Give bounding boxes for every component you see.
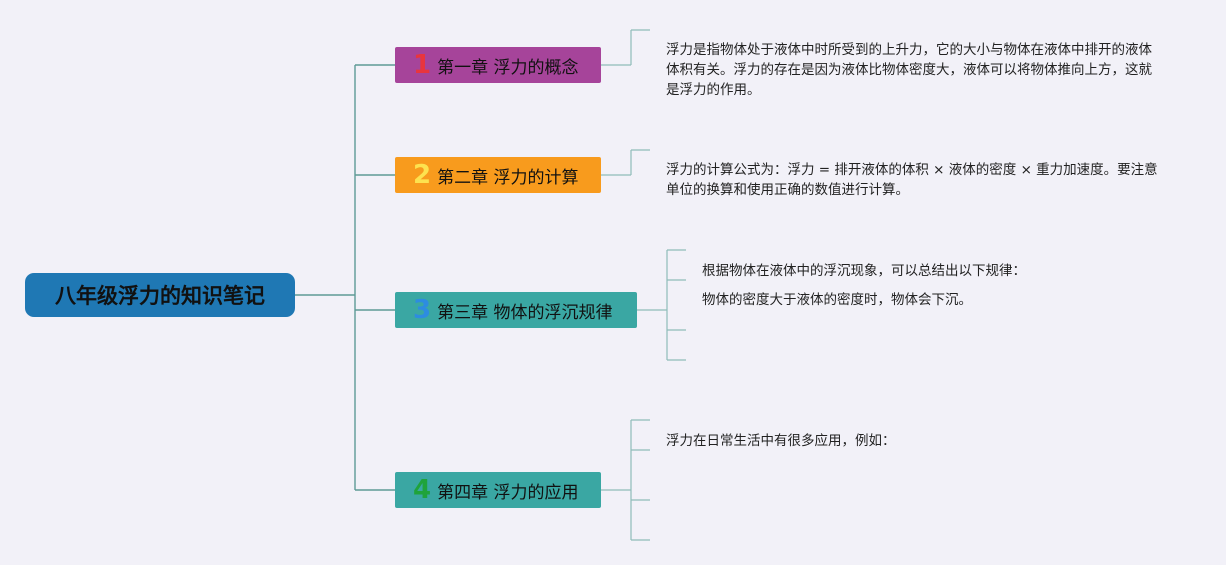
chapter-number-3: 3: [413, 295, 432, 325]
chapter-node-3[interactable]: 3 第三章 物体的浮沉规律: [395, 292, 637, 328]
root-node[interactable]: 八年级浮力的知识笔记: [25, 273, 295, 317]
chapter-title-3: 第三章 物体的浮沉规律: [437, 302, 613, 323]
root-title: 八年级浮力的知识笔记: [55, 284, 265, 308]
chapter-title-2: 第二章 浮力的计算: [437, 167, 579, 188]
note-chapter-3-a: 根据物体在液体中的浮沉现象，可以总结出以下规律：: [702, 263, 1026, 279]
chapter-number-4: 4: [413, 475, 432, 505]
chapter-number-2: 2: [413, 160, 432, 190]
note-chapter-2: 浮力的计算公式为：浮力 = 排开液体的体积 × 液体的密度 × 重力加速度。要注…: [666, 162, 1158, 198]
chapter-node-2[interactable]: 2 第二章 浮力的计算: [395, 157, 601, 193]
chapter-title-4: 第四章 浮力的应用: [437, 482, 579, 503]
chapter-node-1[interactable]: 1 第一章 浮力的概念: [395, 47, 601, 83]
chapter-number-1: 1: [413, 50, 432, 80]
note-chapter-3-b: 物体的密度大于液体的密度时，物体会下沉。: [702, 292, 972, 308]
note-chapter-1: 浮力是指物体处于液体中时所受到的上升力，它的大小与物体在液体中排开的液体体积有关…: [666, 42, 1152, 98]
chapter-title-1: 第一章 浮力的概念: [437, 57, 579, 78]
note-chapter-4: 浮力在日常生活中有很多应用，例如：: [666, 433, 896, 449]
chapter-node-4[interactable]: 4 第四章 浮力的应用: [395, 472, 601, 508]
